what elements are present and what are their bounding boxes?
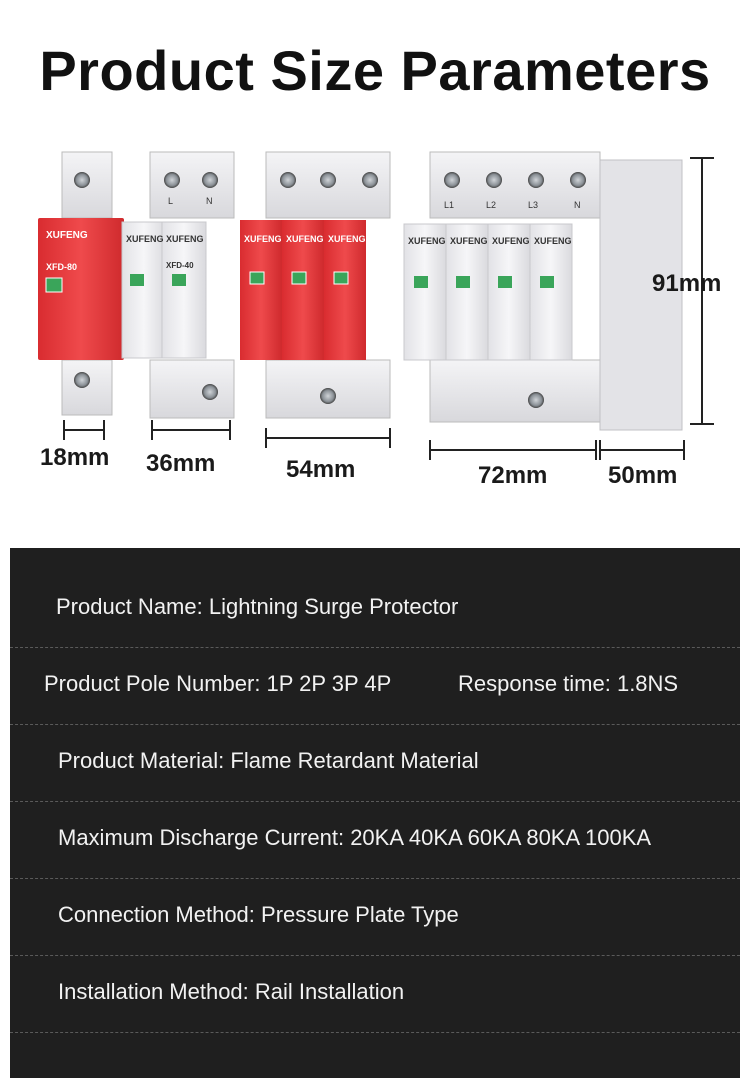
module-brand: XUFENG (244, 234, 282, 244)
screw-icon (74, 172, 90, 188)
module-brand: XUFENG (328, 234, 366, 244)
spec-row-installation: Installation Method: Rail Installation (10, 955, 740, 1033)
spec-row-name: Product Name: Lightning Surge Protector (10, 570, 740, 648)
module-brand: XUFENG (492, 236, 530, 246)
module-2p: L N XUFENG XUFENG XFD-40 (121, 151, 235, 419)
terminal-label: N (574, 200, 581, 210)
module-model: XFD-40 (166, 261, 194, 270)
screw-icon (202, 384, 218, 400)
screw-icon (362, 172, 378, 188)
module-1p: XUFENG XFD-80 (38, 151, 124, 416)
spec-connection-method: Connection Method: Pressure Plate Type (58, 902, 459, 927)
module-brand: XUFENG (450, 236, 488, 246)
screw-icon (486, 172, 502, 188)
height-dimension-line (690, 157, 714, 425)
screw-icon (164, 172, 180, 188)
screw-icon (320, 172, 336, 188)
spec-material: Product Material: Flame Retardant Materi… (58, 748, 479, 773)
dimension-72mm: 72mm (478, 462, 548, 489)
module-brand: XUFENG (534, 236, 572, 246)
terminal-label: N (206, 196, 213, 206)
spec-row-current: Maximum Discharge Current: 20KA 40KA 60K… (10, 801, 740, 879)
module-brand: XUFENG (408, 236, 446, 246)
screw-icon (570, 172, 586, 188)
module-4p: L1 L2 L3 N XUFENG XUFENG XUFENG XUFENG (403, 151, 683, 431)
dimension-18mm: 18mm (40, 444, 110, 471)
module-model: XFD-80 (46, 262, 77, 272)
spec-discharge-current: Maximum Discharge Current: 20KA 40KA 60K… (58, 825, 652, 850)
module-brand: XUFENG (46, 230, 88, 241)
spec-row-pole: Product Pole Number: 1P 2P 3P 4P Respons… (10, 647, 740, 725)
spec-row-connection: Connection Method: Pressure Plate Type (10, 878, 740, 956)
dimension-36mm: 36mm (146, 450, 216, 477)
terminal-label: L2 (486, 200, 496, 210)
terminal-label: L3 (528, 200, 538, 210)
screw-icon (444, 172, 460, 188)
screw-icon (528, 172, 544, 188)
terminal-label: L1 (444, 200, 454, 210)
spec-pole-number: Product Pole Number: 1P 2P 3P 4P (44, 671, 392, 696)
terminal-label: L (168, 196, 173, 206)
dimension-91mm: 91mm (652, 270, 722, 297)
module-brand: XUFENG (126, 234, 164, 244)
module-brand: XUFENG (286, 234, 324, 244)
spec-installation-method: Installation Method: Rail Installation (58, 979, 405, 1004)
spec-response-time: Response time: 1.8NS (458, 671, 679, 696)
width-dimension-lines (63, 420, 685, 460)
spec-product-name: Product Name: Lightning Surge Protector (56, 594, 459, 619)
dimension-50mm: 50mm (608, 462, 678, 489)
page-title: Product Size Parameters (39, 39, 711, 102)
spec-panel: Product Name: Lightning Surge Protector … (10, 548, 740, 1078)
module-3p: XUFENG XUFENG XUFENG (240, 151, 391, 419)
screw-icon (74, 372, 90, 388)
dimension-54mm: 54mm (286, 456, 356, 483)
screw-icon (280, 172, 296, 188)
screw-icon (202, 172, 218, 188)
module-brand: XUFENG (166, 234, 204, 244)
screw-icon (528, 392, 544, 408)
product-diagram: XUFENG XFD-80 L N XUFENG XUFENG XFD-40 X… (38, 151, 714, 460)
spec-row-material: Product Material: Flame Retardant Materi… (10, 724, 740, 802)
screw-icon (320, 388, 336, 404)
